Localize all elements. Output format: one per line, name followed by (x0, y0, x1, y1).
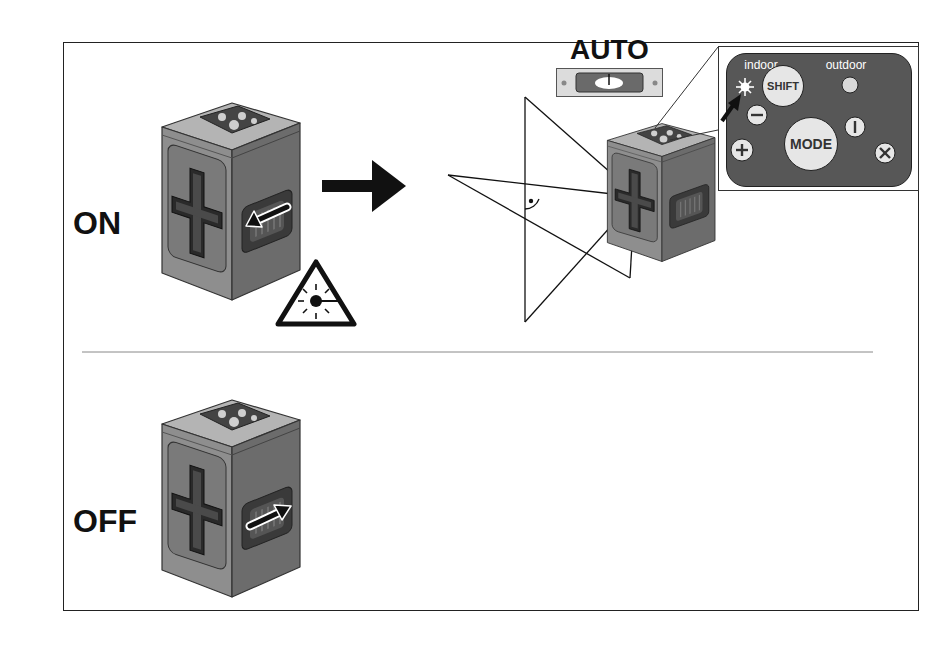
level-vial (556, 68, 663, 98)
button-label: SHIFT (767, 80, 799, 92)
mode-button: MODE (784, 117, 838, 171)
indicator-label: AUTO (548, 34, 671, 66)
auto-level-indicator: AUTO (548, 34, 671, 98)
button-label: MODE (790, 136, 832, 152)
state-label: OFF (73, 503, 137, 540)
state-label: ON (73, 205, 121, 242)
mode-label: outdoor (826, 58, 867, 72)
control-panel: indooroutdoorSHIFTMODE (726, 53, 912, 187)
shift-button: SHIFT (762, 65, 804, 107)
